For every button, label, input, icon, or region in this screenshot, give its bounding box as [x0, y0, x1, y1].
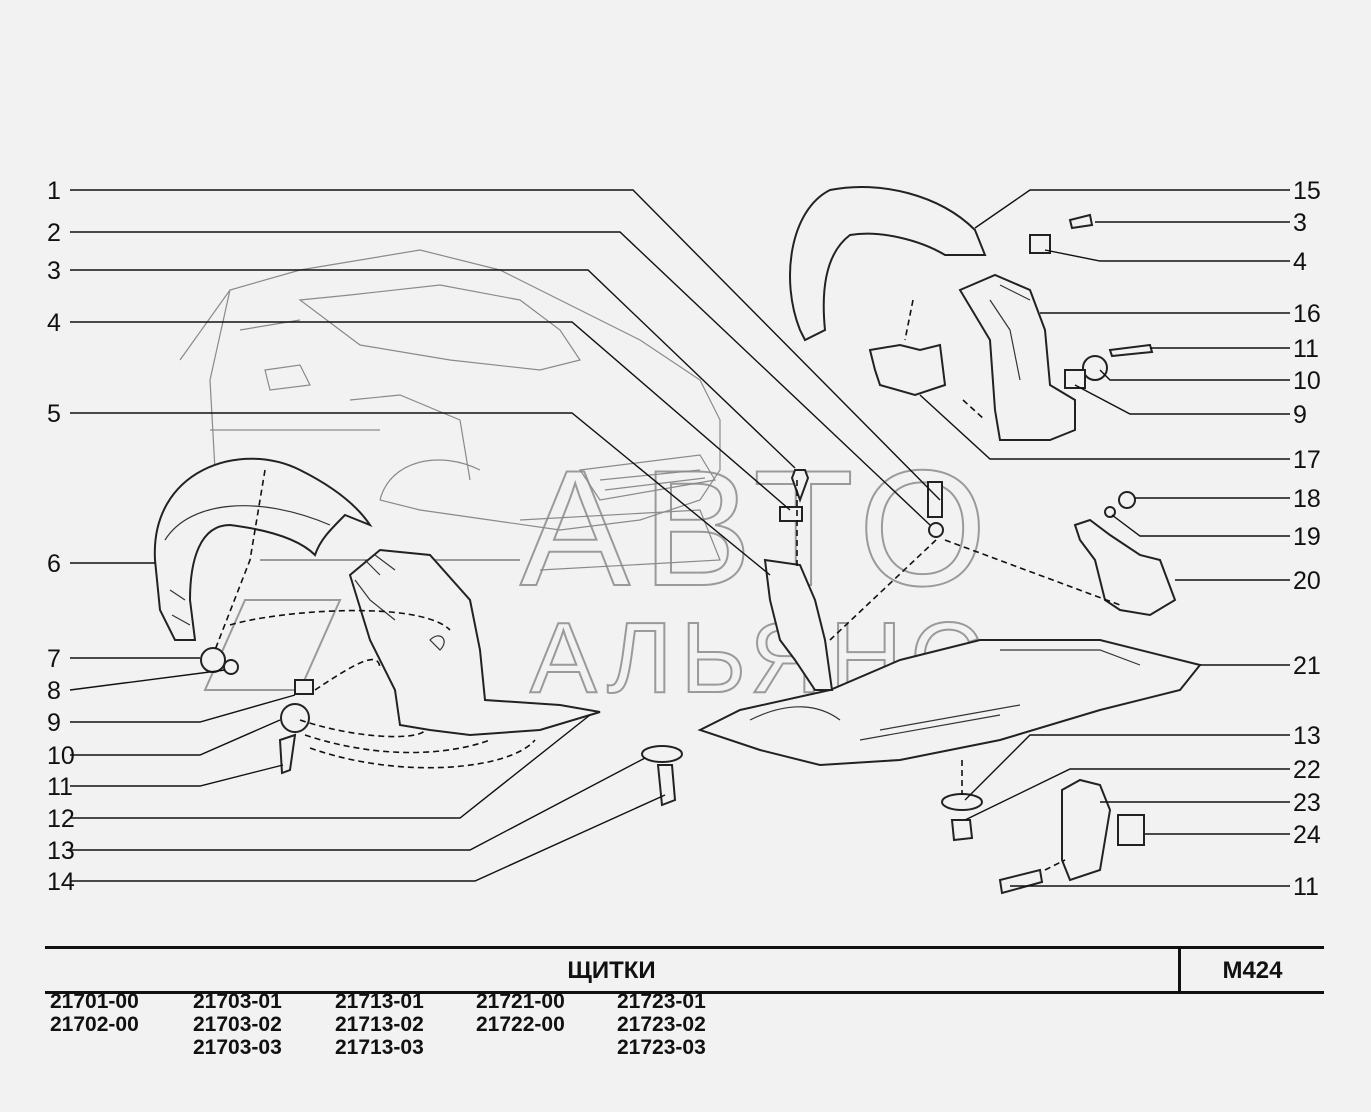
model-code: 21723-02	[617, 1013, 706, 1036]
callout-left-5: 5	[47, 400, 61, 428]
callout-right-20: 20	[1293, 567, 1321, 595]
callout-left-11: 11	[47, 773, 73, 801]
callout-left-3: 3	[47, 257, 61, 285]
callout-right-21: 21	[1293, 652, 1321, 680]
callout-right-17: 17	[1293, 446, 1321, 474]
part-20-guard	[1073, 518, 1177, 617]
callout-left-4: 4	[47, 309, 61, 337]
model-code: 21713-03	[335, 1036, 424, 1059]
leader-lines	[69, 189, 1290, 887]
callout-left-12: 12	[47, 805, 75, 833]
callout-left-8: 8	[47, 677, 61, 705]
callout-right-10: 10	[1293, 367, 1321, 395]
model-code: 21722-00	[476, 1013, 565, 1036]
callout-right-23: 23	[1293, 789, 1321, 817]
model-code: 21713-02	[335, 1013, 424, 1036]
callout-left-9: 9	[47, 709, 61, 737]
model-column-1: 21701-00 21702-00	[50, 990, 139, 1036]
callout-right-11b: 11	[1293, 873, 1319, 901]
part-16-splash-shield	[958, 273, 1076, 441]
callout-right-22: 22	[1293, 756, 1321, 784]
model-column-5: 21723-01 21723-02 21723-03	[617, 990, 706, 1059]
callout-right-18: 18	[1293, 485, 1321, 513]
callout-right-3: 3	[1293, 209, 1307, 237]
model-code: 21723-01	[617, 990, 706, 1013]
callout-left-6: 6	[47, 550, 61, 578]
callout-right-11: 11	[1293, 335, 1319, 363]
part-23-shield	[1061, 778, 1112, 882]
model-code: 21721-00	[476, 990, 565, 1013]
callout-right-15: 15	[1293, 177, 1321, 205]
model-column-3: 21713-01 21713-02 21713-03	[335, 990, 424, 1059]
callout-right-13: 13	[1293, 722, 1321, 750]
callout-left-1: 1	[47, 177, 61, 205]
callout-right-16: 16	[1293, 300, 1321, 328]
title-block: ЩИТКИ M424	[45, 946, 1324, 994]
model-code: 21703-02	[193, 1013, 282, 1036]
model-code: 21703-01	[193, 990, 282, 1013]
sheet-code: M424	[1222, 957, 1283, 984]
watermark-line1: АВТО	[520, 436, 999, 620]
model-code: 21701-00	[50, 990, 139, 1013]
callout-right-19: 19	[1293, 523, 1321, 551]
part-21-engine-undertray	[697, 639, 1202, 767]
callout-right-24: 24	[1293, 821, 1321, 849]
parts-diagram: АВТО АЛЬЯНС	[47, 177, 1321, 901]
callout-left-7: 7	[47, 645, 61, 673]
model-code: 21703-03	[193, 1036, 282, 1059]
part-12-front-liner	[348, 548, 601, 737]
callouts-right: 15 3 4 16 11 10 9 17 18 19 20 21 13 22 2…	[1293, 177, 1321, 901]
callout-right-9: 9	[1293, 401, 1307, 429]
model-column-2: 21703-01 21703-02 21703-03	[193, 990, 282, 1059]
part-5-bracket	[763, 558, 834, 691]
callout-left-10: 10	[47, 742, 75, 770]
model-code: 21702-00	[50, 1013, 139, 1036]
callouts-left: 1 2 3 4 5 6 7 8 9 10 11 12 13 14	[47, 177, 75, 896]
part-17-bracket	[868, 343, 947, 397]
title-divider	[1178, 949, 1181, 991]
fasteners	[200, 213, 1154, 895]
model-column-4: 21721-00 21722-00	[476, 990, 565, 1036]
callout-right-4: 4	[1293, 248, 1307, 276]
part-6-arch-liner	[153, 457, 373, 641]
car-outline	[179, 249, 721, 571]
model-code: 21723-03	[617, 1036, 706, 1059]
assembly-lines	[214, 299, 1121, 871]
callout-left-13: 13	[47, 837, 75, 865]
callout-left-2: 2	[47, 219, 61, 247]
part-15-rear-arch	[789, 186, 987, 342]
sheet-title: ЩИТКИ	[567, 957, 656, 984]
model-code: 21713-01	[335, 990, 424, 1013]
callout-left-14: 14	[47, 868, 75, 896]
